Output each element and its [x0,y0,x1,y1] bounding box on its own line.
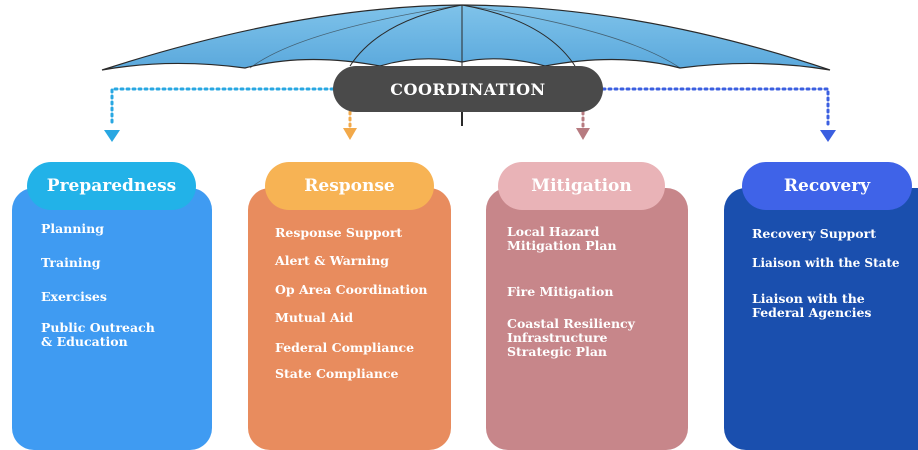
response-title: Response [304,176,395,196]
mitigation-card [486,188,688,450]
list-item: Fire Mitigation [507,284,614,299]
list-item: Public Outreach & Education [41,320,155,349]
dotted-connectors [110,87,830,128]
coordination-pill: COORDINATION [333,66,603,112]
response-pill: Response [265,162,434,210]
arrowhead-response [343,128,357,140]
list-item: Recovery Support [752,226,876,241]
response-card [248,188,451,450]
list-item: Alert & Warning [275,253,390,268]
list-item: Federal Compliance [275,340,415,355]
coordination-label: COORDINATION [390,79,546,99]
recovery-title: Recovery [783,176,871,196]
list-item: Coastal Resiliency Infrastructure Strate… [507,316,635,359]
list-item: Liaison with the State [752,256,900,270]
preparedness-title: Preparedness [46,176,177,196]
arrowhead-mitigation [576,128,590,140]
arrowhead-recovery [820,130,836,142]
list-item: Op Area Coordination [275,282,428,297]
preparedness-card [12,188,212,450]
list-item: Liaison with the Federal Agencies [752,291,872,320]
arrowhead-preparedness [104,130,120,142]
preparedness-pill: Preparedness [27,162,196,210]
list-item: Exercises [41,289,107,304]
list-item: Planning [41,221,105,236]
recovery-pill: Recovery [742,162,912,210]
recovery-card [724,188,918,450]
list-item: State Compliance [275,366,399,381]
list-item: Response Support [275,225,403,240]
list-item: Training [41,255,101,270]
umbrella-canopy [101,4,831,71]
arrowheads [104,128,836,142]
list-item: Mutual Aid [275,310,354,325]
mitigation-title: Mitigation [531,176,632,196]
connector-preparedness [110,87,335,128]
list-item: Local Hazard Mitigation Plan [507,224,617,253]
mitigation-pill: Mitigation [498,162,665,210]
connector-recovery [601,87,830,128]
